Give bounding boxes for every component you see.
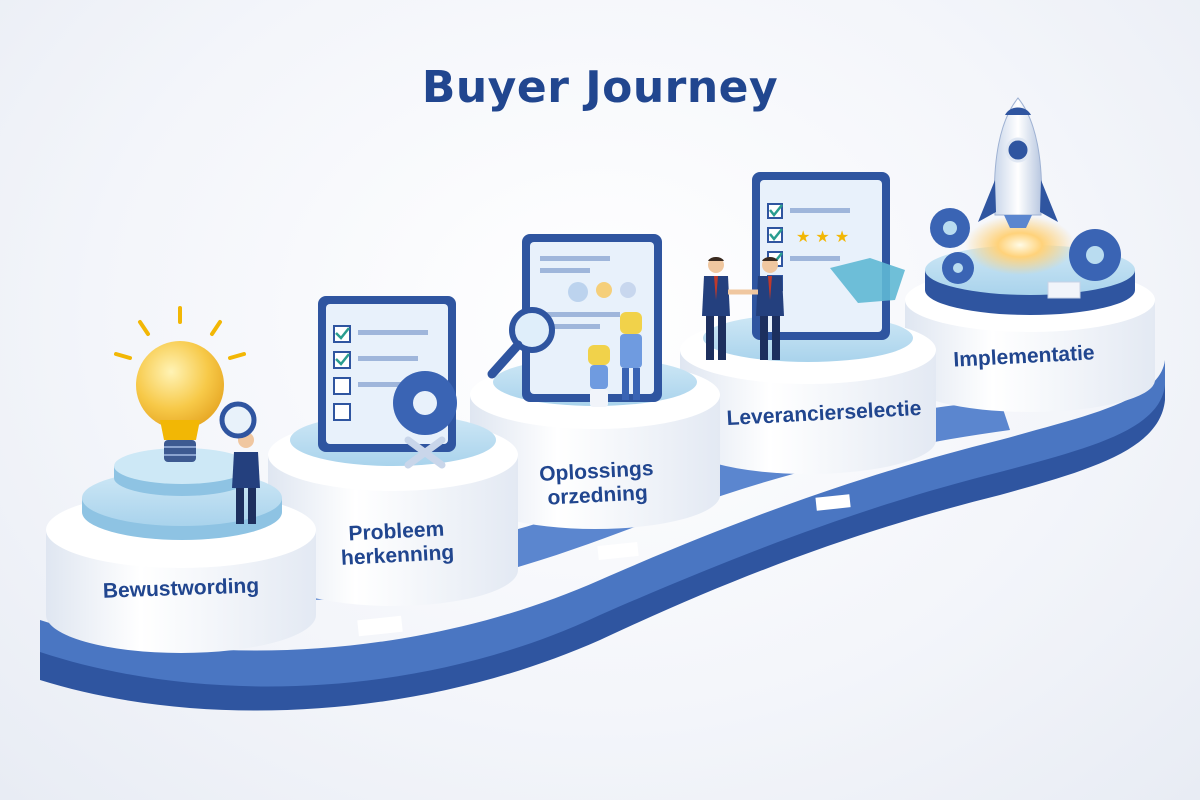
business-person-icon [232, 432, 260, 524]
gear-icon [1069, 229, 1121, 281]
stage-leverancierselectie: ★ ★ ★ [680, 172, 936, 474]
path-marker [597, 541, 639, 561]
robot-icon [620, 312, 642, 400]
business-person-icon [702, 256, 730, 360]
gear-icon [393, 371, 457, 469]
svg-text:★ ★ ★: ★ ★ ★ [796, 227, 849, 246]
path-marker [815, 494, 851, 511]
handshake-icon [830, 258, 905, 303]
stage-implementatie [905, 97, 1155, 412]
page-title: Buyer Journey [421, 62, 779, 113]
lightbulb-icon [114, 306, 246, 462]
magnifier-icon [219, 401, 257, 439]
stage-bewustwording [46, 306, 316, 653]
business-person-icon [728, 256, 784, 360]
rocket-icon [965, 97, 1075, 275]
robot-icon [588, 345, 610, 407]
stage-oplossingsorientatie [470, 234, 720, 529]
gear-icon [930, 208, 974, 284]
path-marker [357, 615, 403, 637]
block-icon [1047, 281, 1081, 299]
stage-probleemherkenning [268, 296, 518, 606]
stage-label-oplossingsorientatie: Oplossings orzedning [538, 457, 655, 510]
stage-label-probleemherkenning: Probleem herkenning [340, 517, 455, 570]
magnifier-icon [487, 307, 555, 379]
